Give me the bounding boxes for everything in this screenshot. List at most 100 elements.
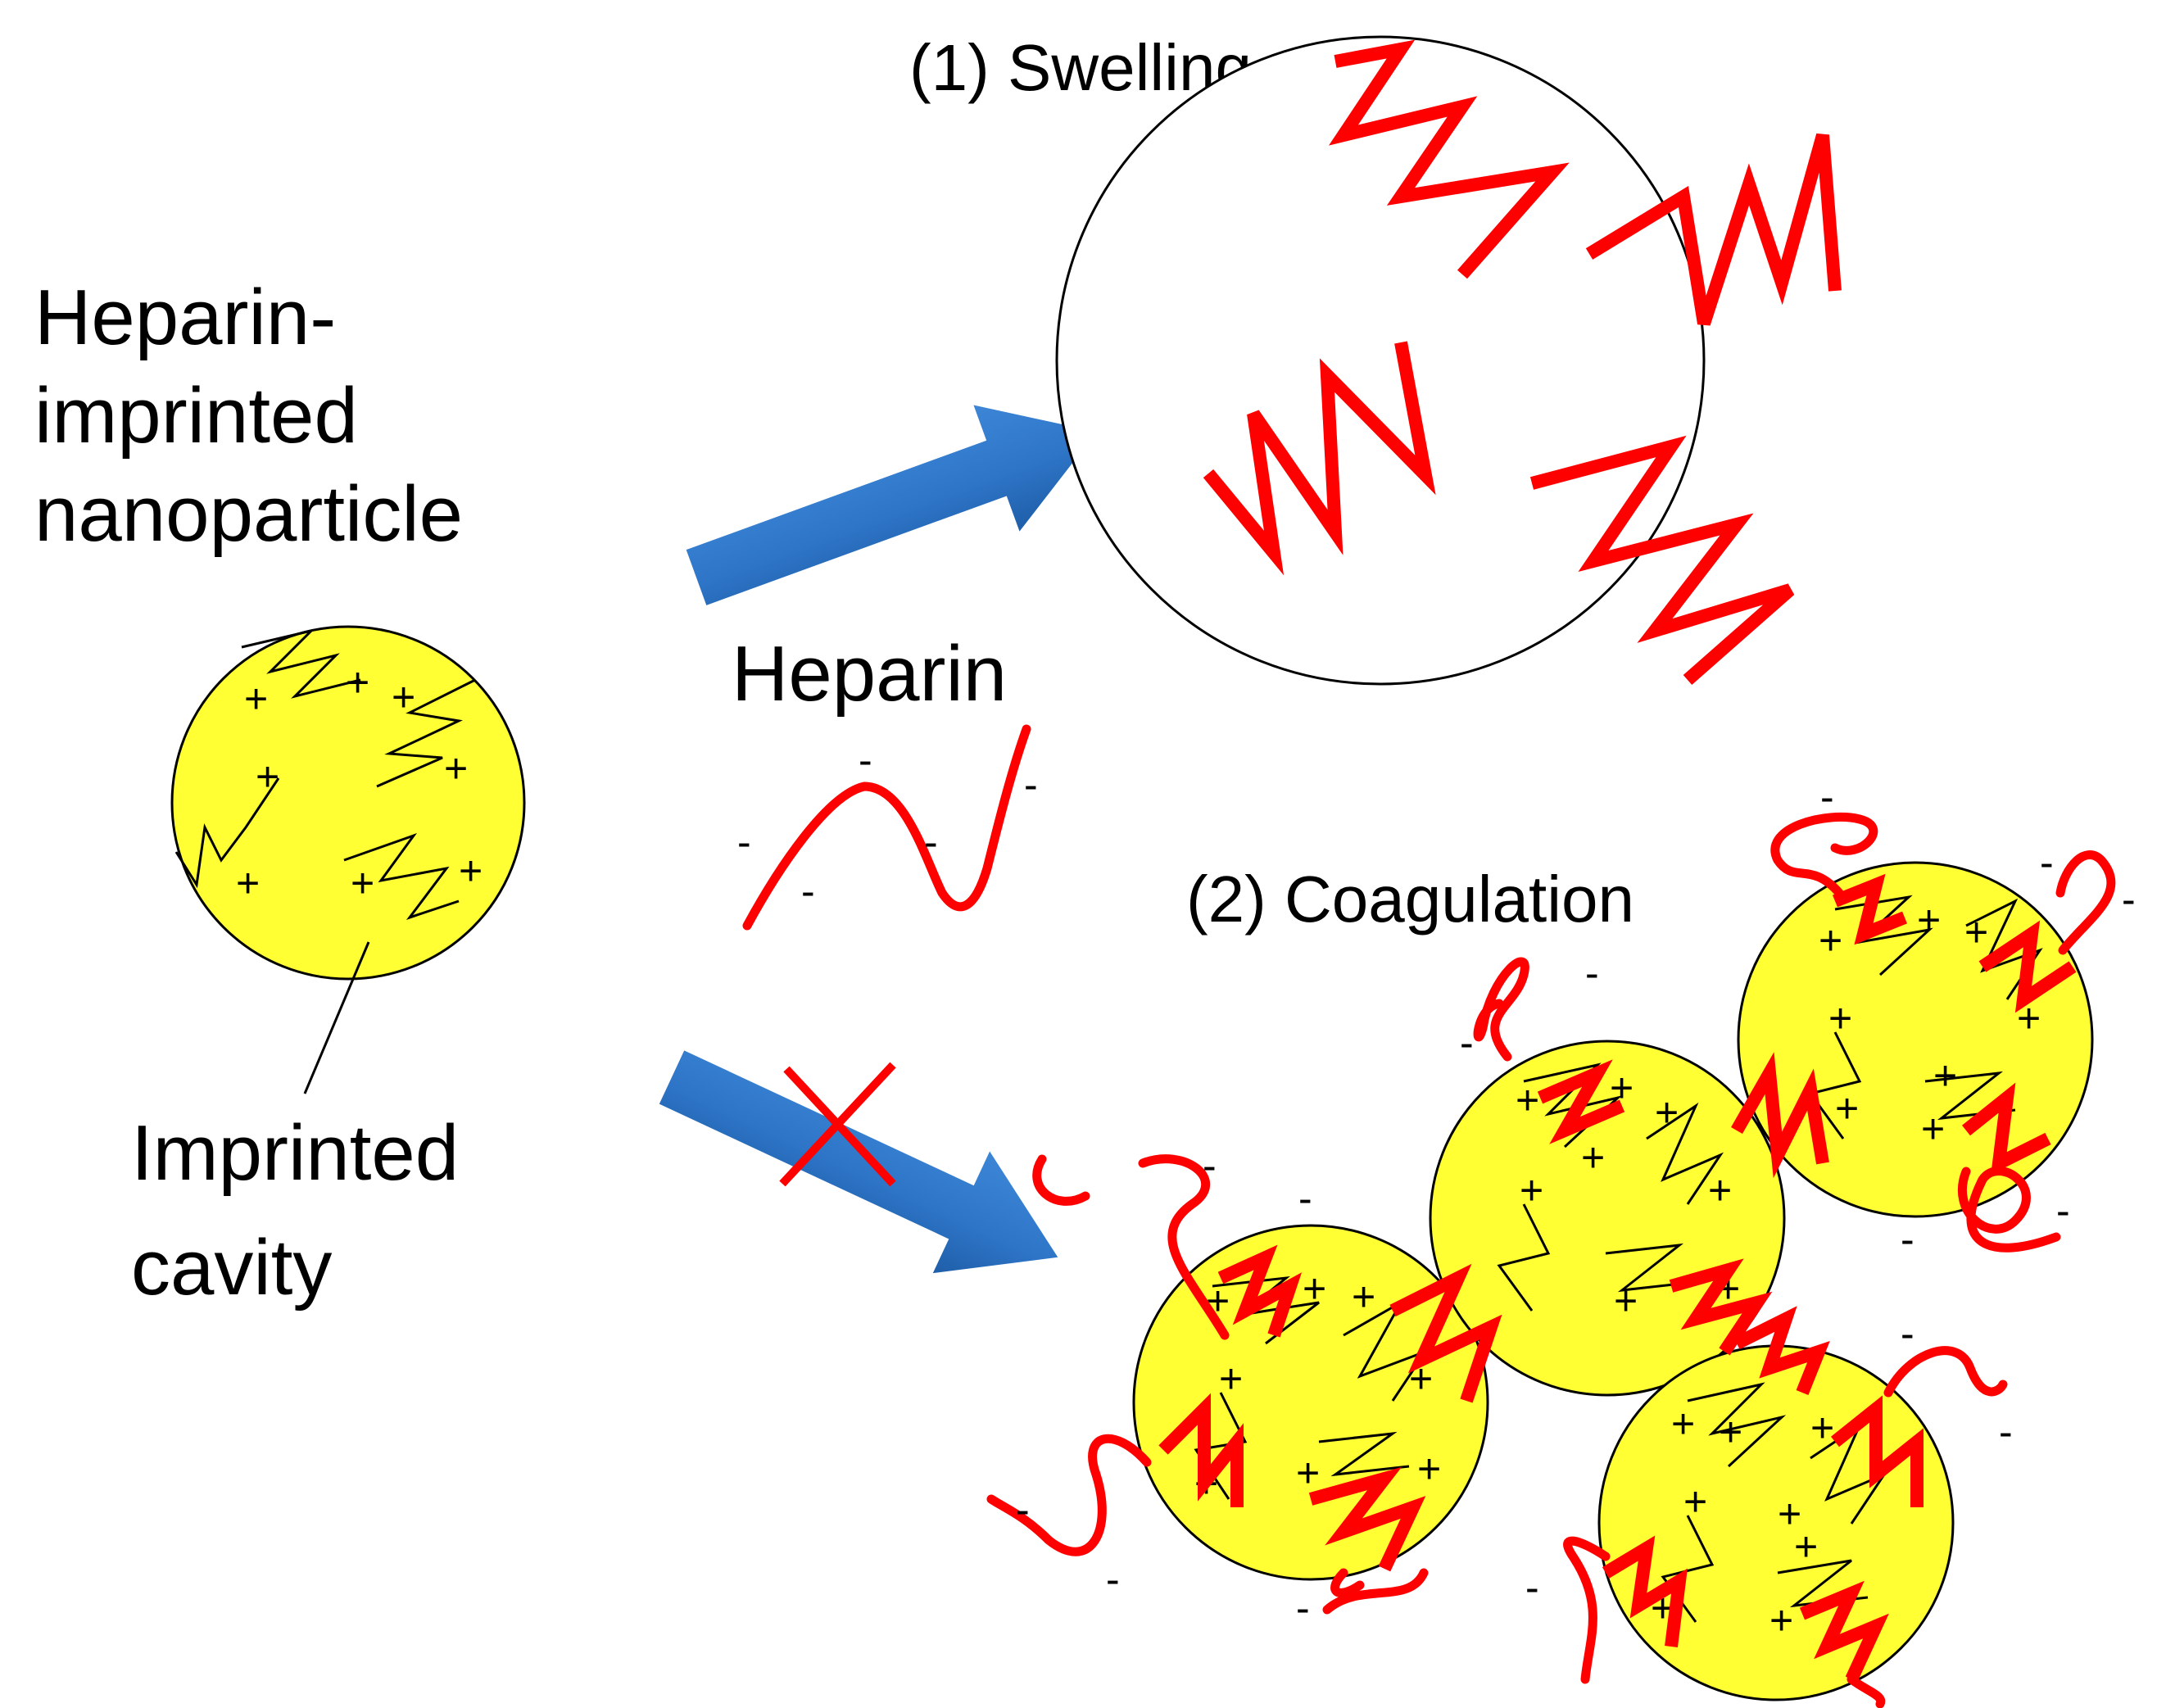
bound-heparin xyxy=(1962,1082,2051,1175)
bound-heparin xyxy=(1308,1466,1426,1572)
negative-charge: - xyxy=(2040,840,2054,886)
negative-charge: - xyxy=(1820,774,1834,820)
nanoparticle-sphere xyxy=(1429,1040,1786,1397)
heparin-tail xyxy=(1032,1154,1090,1206)
positive-charge: + xyxy=(346,659,369,705)
nanoparticle-sphere xyxy=(1597,1344,1955,1701)
heparin-in-cavity xyxy=(1329,39,1570,279)
negative-charge: - xyxy=(924,819,938,865)
positive-charge: + xyxy=(392,674,415,720)
blocked-red-x-icon xyxy=(779,1062,896,1187)
coagulated-nanoparticle: + + + + + + + + xyxy=(1737,861,2094,1218)
heparin-tail xyxy=(986,1434,1152,1556)
negative-charge: - xyxy=(1298,1176,1312,1221)
bound-heparin xyxy=(1602,1535,1688,1647)
heparin-chain xyxy=(742,724,1031,931)
coagulated-nanoparticle: + + + + + + + + xyxy=(1429,1040,1786,1397)
imprinted-cavity-zigzag xyxy=(241,628,361,699)
negative-charge: - xyxy=(1901,1216,1914,1262)
positive-charge: + xyxy=(1819,917,1842,963)
negative-charge: - xyxy=(1585,950,1599,996)
bound-heparin xyxy=(1733,1306,1830,1395)
swollen-nanoparticle xyxy=(1055,35,1842,686)
bound-heparin xyxy=(1799,1580,1889,1683)
positive-charge: + xyxy=(1810,1405,1834,1451)
swollen-sphere xyxy=(1055,35,1706,686)
heparin-tail xyxy=(2055,850,2116,955)
bound-heparin xyxy=(1831,1395,1924,1507)
negative-charge: - xyxy=(2056,1188,2070,1234)
imprinted-nanoparticle: + + + + + + + + xyxy=(170,625,526,981)
positive-charge: + xyxy=(1778,1491,1801,1537)
bound-heparin xyxy=(1978,920,2077,1013)
positive-charge: + xyxy=(1520,1167,1543,1213)
negative-charge: - xyxy=(1460,1020,1474,1066)
positive-charge: + xyxy=(1581,1135,1605,1180)
cavity-label-line-1: Imprinted xyxy=(131,1109,459,1197)
positive-charge: + xyxy=(1933,1053,1957,1099)
heparin-tail xyxy=(1322,1568,1429,1615)
bound-heparin xyxy=(1669,1258,1773,1356)
swelling-label: (1) Swelling xyxy=(909,31,1252,104)
positive-charge: + xyxy=(1708,1167,1732,1213)
positive-charge: + xyxy=(1671,1401,1695,1447)
negative-charge: - xyxy=(859,737,872,783)
positive-charge: + xyxy=(1828,995,1852,1041)
heparin-tail xyxy=(1330,1568,1365,1597)
negative-charge: - xyxy=(1203,1143,1217,1189)
positive-charge: + xyxy=(1921,1106,1945,1152)
heparin-tail xyxy=(1883,1346,2008,1398)
heparin-in-cavity xyxy=(1529,435,1795,686)
imprinted-cavity-zigzag xyxy=(174,777,280,889)
heparin-tail xyxy=(1138,1154,1230,1340)
negative-charge: - xyxy=(1024,762,1038,808)
imprinted-cavity-zigzag xyxy=(1808,1031,1862,1139)
imprinted-cavity-zigzag xyxy=(1497,1203,1551,1312)
coagulated-cluster: + + + + + + + + + + + + + + + + xyxy=(986,774,2136,1708)
cavity-pointer-line xyxy=(303,941,370,1094)
positive-charge: + xyxy=(444,745,468,791)
bound-heparin xyxy=(1158,1393,1244,1507)
coagulated-nanoparticle: + + + + + + + + xyxy=(1597,1344,1955,1701)
positive-charge: + xyxy=(1303,1266,1326,1312)
positive-charge: + xyxy=(236,860,260,906)
positive-charge: + xyxy=(1655,1090,1679,1135)
negative-charge: - xyxy=(2122,877,2136,922)
cavity-label-line-2: cavity xyxy=(131,1224,332,1312)
heparin-tail xyxy=(1563,1536,1611,1684)
nanoparticle-sphere xyxy=(170,625,526,981)
positive-charge: + xyxy=(1219,1356,1243,1402)
block-arrow-right-icon xyxy=(686,405,1097,605)
negative-charge: - xyxy=(801,868,815,914)
heparin-in-cavity xyxy=(1203,341,1436,576)
negative-charge: - xyxy=(1901,1311,1914,1357)
positive-charge: + xyxy=(1614,1278,1638,1324)
nanoparticle-label-line-1: Heparin- xyxy=(34,274,336,361)
heparin-in-cavity xyxy=(1585,133,1842,326)
positive-charge: + xyxy=(1719,1409,1742,1455)
bound-heparin xyxy=(1731,1052,1829,1179)
positive-charge: + xyxy=(1352,1274,1375,1320)
negative-charge: - xyxy=(1525,1565,1539,1611)
heparin-tail xyxy=(1846,1674,1886,1708)
imprinted-cavity-zigzag xyxy=(1646,1102,1724,1205)
imprinted-cavity-zigzag xyxy=(1318,1431,1410,1477)
bound-heparin xyxy=(1389,1263,1502,1403)
positive-charge: + xyxy=(256,754,279,800)
positive-charge: + xyxy=(1683,1479,1707,1525)
negative-charge: - xyxy=(1296,1585,1310,1631)
positive-charge: + xyxy=(1917,897,1941,943)
imprinted-cavity-zigzag xyxy=(1687,1382,1787,1468)
imprinted-cavity-zigzag xyxy=(1605,1243,1697,1293)
heparin-tail xyxy=(1957,1167,2061,1253)
heparin-tail xyxy=(1770,812,1878,898)
block-arrow-right-icon xyxy=(659,1050,1058,1274)
bound-heparin xyxy=(1833,873,1907,945)
negative-charge: - xyxy=(737,819,751,865)
nanoparticle-label-line-2: imprinted xyxy=(34,372,358,460)
heparin-tail xyxy=(1473,957,1529,1062)
negative-charge: - xyxy=(1999,1409,2013,1455)
coagulation-label: (2) Coagulation xyxy=(1186,863,1634,936)
bound-heparin xyxy=(1217,1244,1303,1338)
